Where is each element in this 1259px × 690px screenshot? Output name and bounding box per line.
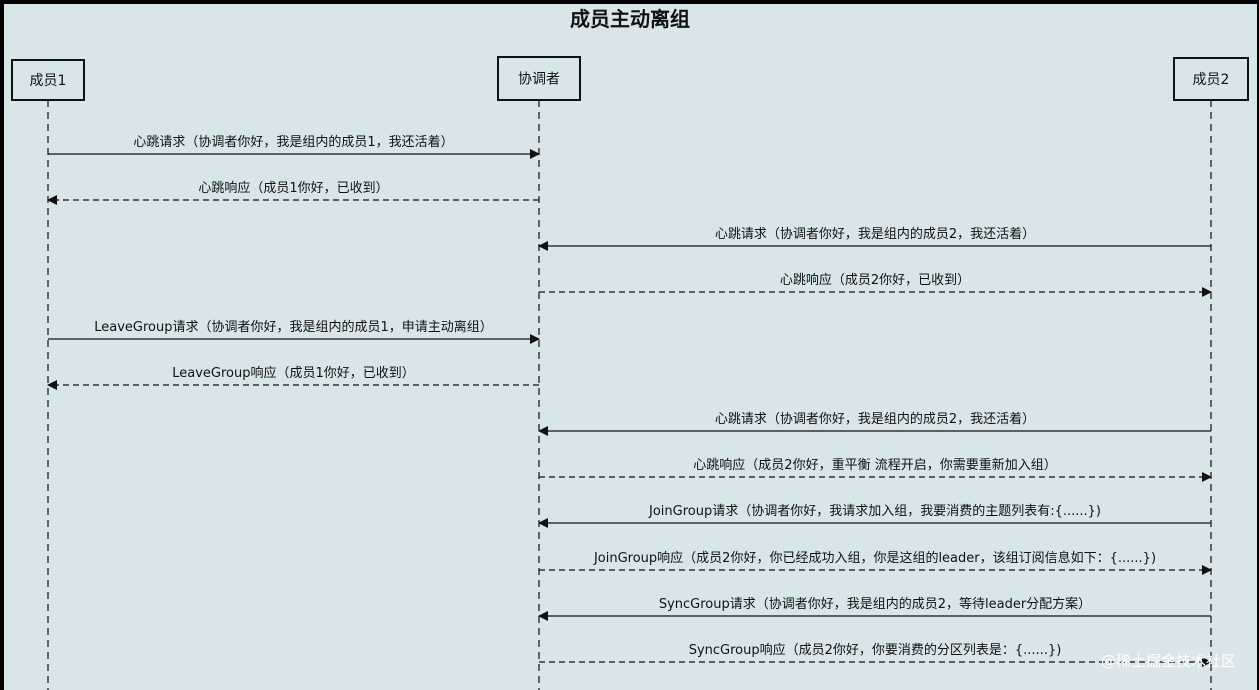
watermark: @稀土掘金技术社区 — [1101, 652, 1236, 670]
participant-box-m1 — [11, 59, 85, 101]
participant-box-m2 — [1173, 57, 1249, 101]
message-label-7: 心跳请求（协调者你好，我是组内的成员2，我还活着） — [715, 411, 1035, 427]
participant-label-m1: 成员1 — [30, 73, 67, 89]
message-label-11: SyncGroup请求（协调者你好，我是组内的成员2，等待leader分配方案） — [659, 596, 1091, 612]
diagram-title: 成员主动离组 — [570, 7, 690, 31]
message-label-5: LeaveGroup请求（协调者你好，我是组内的成员1，申请主动离组） — [94, 319, 493, 335]
participant-label-co: 协调者 — [518, 72, 560, 88]
message-label-1: 心跳请求（协调者你好，我是组内的成员1，我还活着） — [133, 134, 453, 150]
participant-box-co — [497, 56, 581, 101]
message-label-4: 心跳响应（成员2你好，已收到） — [780, 272, 970, 288]
message-label-12: SyncGroup响应（成员2你好，你要消费的分区列表是：{......}) — [689, 642, 1062, 658]
message-label-9: JoinGroup请求（协调者你好，我请求加入组，我要消费的主题列表有:{...… — [648, 503, 1101, 519]
message-label-2: 心跳响应（成员1你好，已收到） — [198, 180, 388, 196]
message-label-10: JoinGroup响应（成员2你好，你已经成功入组，你是这组的leader，该组… — [593, 550, 1156, 566]
participant-label-m2: 成员2 — [1193, 72, 1230, 88]
message-label-8: 心跳响应（成员2你好，重平衡 流程开启，你需要重新加入组） — [693, 457, 1056, 473]
message-label-3: 心跳请求（协调者你好，我是组内的成员2，我还活着） — [715, 226, 1035, 242]
diagram-canvas — [4, 4, 1257, 690]
message-label-6: LeaveGroup响应（成员1你好，已收到） — [172, 365, 415, 381]
